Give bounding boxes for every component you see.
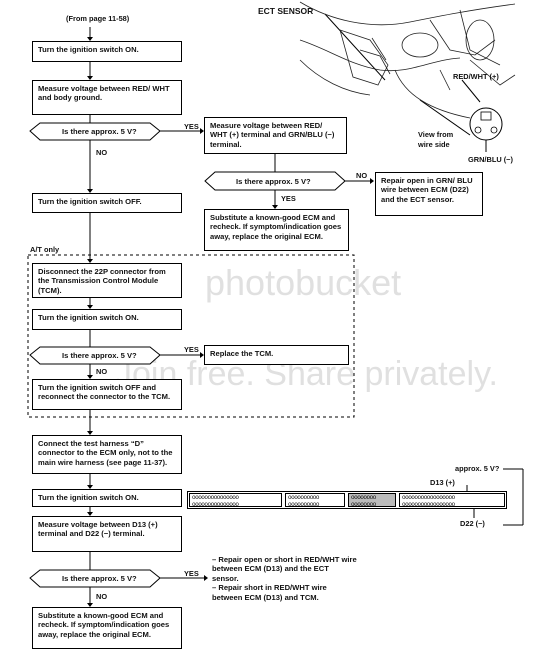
connector-pins-3: oooooooo oooooooo (351, 494, 376, 508)
result-repair-red-wht: – Repair open or short in RED/WHT wire b… (208, 553, 361, 607)
step-connect-test-harness: Connect the test harness “D” connector t… (32, 435, 182, 474)
from-page-label: (From page 11-58) (66, 14, 130, 23)
connector-block-4: ooooooooooooooooo ooooooooooooooooo (399, 493, 505, 508)
connector-pins-2: oooooooooo oooooooooo (288, 494, 320, 508)
ecm-connector: ooooooooooooooo ooooooooooooooo oooooooo… (187, 491, 507, 509)
step-measure-d13-d22: Measure voltage between D13 (+) terminal… (32, 516, 182, 552)
q2-yes-label: YES (281, 194, 296, 203)
q4-yes-label: YES (184, 569, 199, 578)
connector-block-1: ooooooooooooooo ooooooooooooooo (189, 493, 282, 508)
question-2: Is there approx. 5 V? (236, 177, 311, 186)
watermark-logo: photobucket (205, 262, 402, 303)
question-4: Is there approx. 5 V? (62, 574, 137, 583)
connector-pins-1: ooooooooooooooo ooooooooooooooo (192, 494, 239, 508)
step-ignition-on-3: Turn the ignition switch ON. (32, 489, 182, 507)
connector-pins-4: ooooooooooooooooo ooooooooooooooooo (402, 494, 455, 508)
wire-side-label: wire side (418, 140, 450, 149)
result-substitute-ecm-2: Substitute a known-good ECM and recheck.… (32, 607, 182, 649)
q3-no-label: NO (96, 367, 108, 376)
result-replace-tcm: Replace the TCM. (204, 345, 349, 365)
q3-yes-label: YES (184, 345, 199, 354)
connector-block-3-shaded: oooooooo oooooooo (348, 493, 396, 508)
approx-5v-label: approx. 5 V? (455, 464, 500, 473)
connector-block-2: oooooooooo oooooooooo (285, 493, 345, 508)
at-only-label: A/T only (30, 245, 60, 254)
ect-sensor-label: ECT SENSOR (258, 6, 314, 16)
q4-no-label: NO (96, 592, 108, 601)
step-ignition-off-reconnect: Turn the ignition switch OFF and reconne… (32, 379, 182, 410)
red-wht-terminal-label: RED/WHT (+) (453, 72, 499, 81)
result-repair-open-short: – Repair open or short in RED/WHT wire b… (212, 555, 357, 583)
step-measure-red-wht-body: Measure voltage between RED/ WHT and bod… (32, 80, 182, 115)
step-ignition-on-1: Turn the ignition switch ON. (32, 41, 182, 62)
d22-label: D22 (−) (460, 519, 485, 528)
d13-label: D13 (+) (430, 478, 455, 487)
result-repair-short-tcm: – Repair short in RED/WHT wire between E… (212, 583, 327, 602)
result-substitute-ecm-1: Substitute a known-good ECM and recheck.… (204, 209, 349, 251)
result-repair-grn-blu: Repair open in GRN/ BLU wire between ECM… (375, 172, 483, 216)
question-3: Is there approx. 5 V? (62, 351, 137, 360)
q1-no-label: NO (96, 148, 108, 157)
step-measure-red-wht-grn-blu: Measure voltage between RED/ WHT (+) ter… (204, 117, 347, 154)
view-from-label: View from (418, 130, 454, 139)
step-ignition-off: Turn the ignition switch OFF. (32, 193, 182, 213)
q2-no-label: NO (356, 171, 368, 180)
question-1: Is there approx. 5 V? (62, 127, 137, 136)
step-ignition-on-2: Turn the ignition switch ON. (32, 309, 182, 330)
grn-blu-terminal-label: GRN/BLU (−) (468, 155, 513, 164)
q1-yes-label: YES (184, 122, 199, 131)
step-disconnect-22p: Disconnect the 22P connector from the Tr… (32, 263, 182, 298)
